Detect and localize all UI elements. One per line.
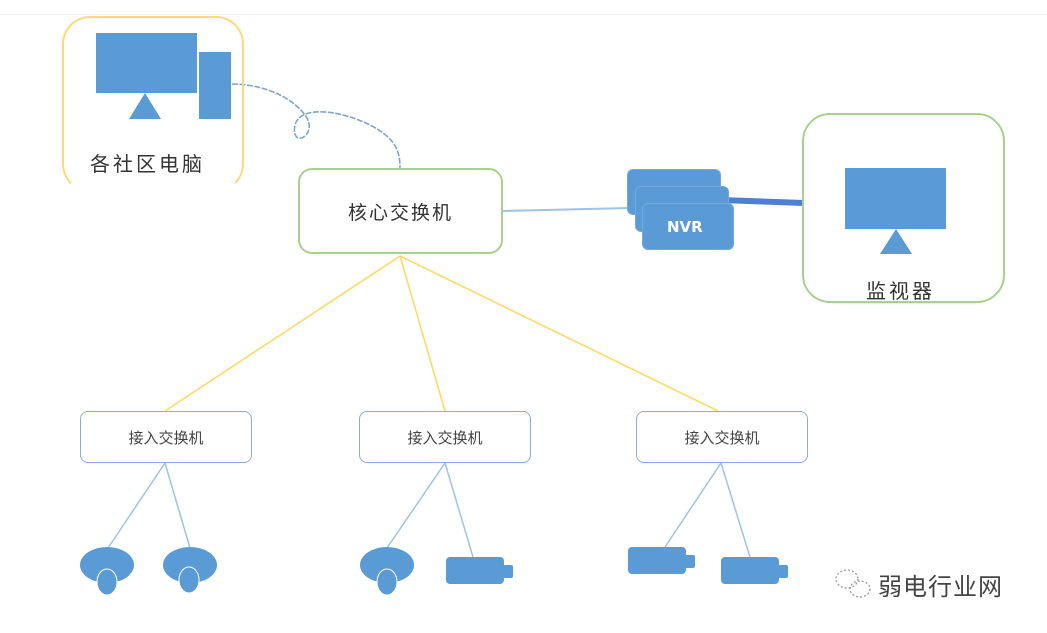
- link-access3-cam2: [720, 462, 751, 558]
- access-switch-3[interactable]: 接入交换机: [636, 411, 808, 463]
- monitor-label: 监视器: [866, 279, 935, 303]
- link-access3-cam1: [664, 462, 722, 548]
- dome-camera-icon: [163, 547, 217, 594]
- monitor-group: [802, 113, 1005, 303]
- core-switch-label: 核心交换机: [347, 201, 453, 224]
- access-switch-1[interactable]: 接入交换机: [80, 411, 252, 463]
- link-access1-cam2: [164, 462, 191, 549]
- community-pc-label: 各社区电脑: [90, 152, 205, 176]
- link-access2-cam1: [386, 462, 446, 549]
- top-divider: [0, 14, 1047, 15]
- access-switch-label: 接入交换机: [128, 428, 204, 447]
- desktop-stand-icon: [129, 93, 161, 119]
- link-nvr-monitor: [719, 197, 805, 206]
- access-switch-label: 接入交换机: [684, 428, 760, 447]
- watermark: 弱电行业网: [832, 567, 1003, 602]
- monitor-screen-icon: [845, 168, 946, 229]
- bullet-camera-icon: [446, 557, 513, 584]
- nvr-card-front[interactable]: [642, 203, 734, 250]
- link-core-nvr: [502, 207, 631, 212]
- bullet-camera-icon: [628, 547, 695, 574]
- core-switch-node[interactable]: 核心交换机: [298, 168, 503, 254]
- monitor-stand-icon: [880, 229, 912, 254]
- link-core-access-1: [164, 255, 401, 412]
- dome-camera-icon: [80, 547, 134, 596]
- link-access1-cam1: [107, 462, 166, 549]
- link-core-access-3: [399, 255, 719, 412]
- wechat-icon: [835, 569, 871, 598]
- community-pc-group: [62, 16, 244, 192]
- link-core-access-2: [399, 255, 446, 412]
- watermark-text: 弱电行业网: [878, 573, 1003, 601]
- link-pc-core: [231, 83, 401, 169]
- dome-camera-icon: [360, 547, 414, 596]
- desktop-monitor-icon: [96, 33, 197, 93]
- access-switch-label: 接入交换机: [407, 428, 483, 447]
- nvr-label: NVR: [667, 218, 703, 236]
- desktop-tower-icon: [199, 52, 231, 119]
- access-switch-2[interactable]: 接入交换机: [359, 411, 531, 463]
- bullet-camera-icon: [721, 557, 788, 584]
- link-access2-cam2: [444, 462, 474, 558]
